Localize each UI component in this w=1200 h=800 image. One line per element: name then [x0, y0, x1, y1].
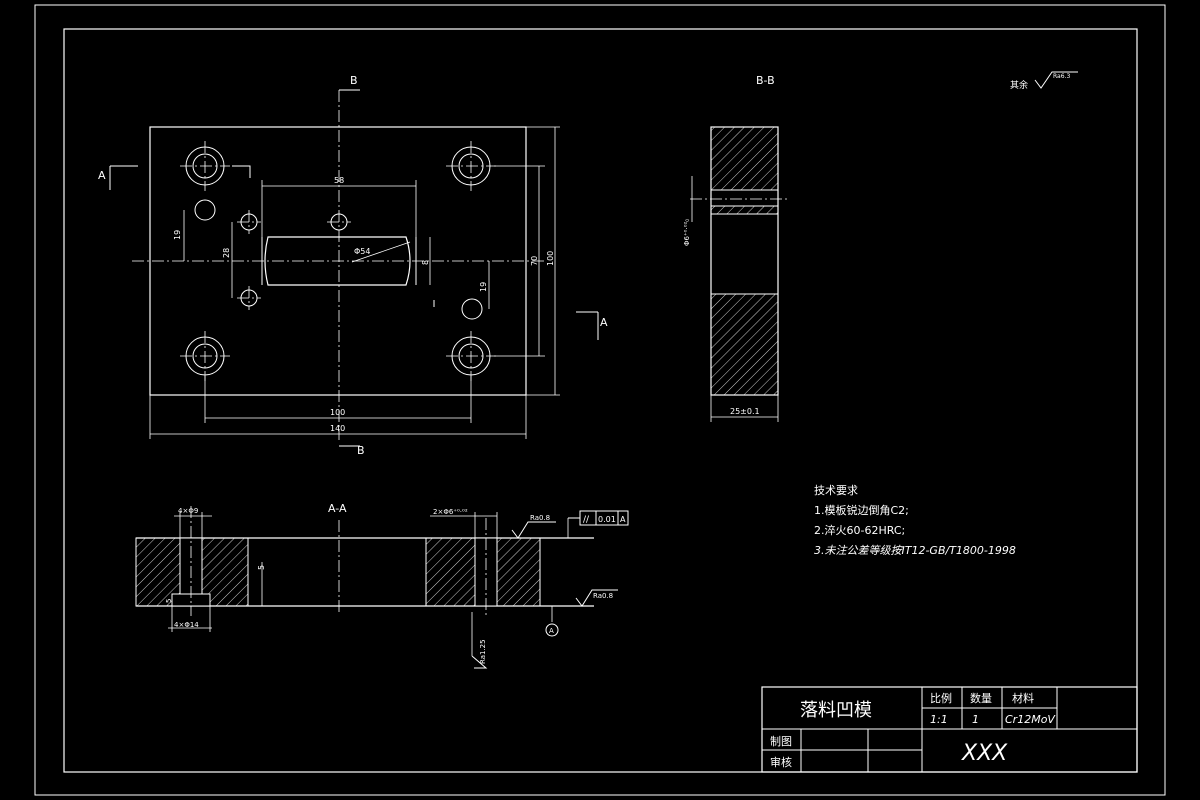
dim-28: 28 [222, 248, 231, 258]
svg-text:A: A [549, 627, 554, 635]
tech-requirements: 技术要求 1.模板锐边倒角C2; 2.淬火60-62HRC; 3.未注公差等级按… [814, 484, 1016, 557]
part-name: 落料凹模 [800, 700, 872, 721]
drawn-label: 制图 [770, 735, 792, 748]
qty-label: 数量 [970, 692, 992, 705]
svg-text:A: A [620, 515, 626, 524]
outer-border [34, 4, 1166, 796]
aa-label: A-A [328, 502, 347, 515]
inner-frame [63, 28, 1138, 773]
qty-value: 1 [972, 713, 979, 726]
bb-thickness-dim: 25±0.1 [730, 407, 760, 416]
svg-text:Ra6.3: Ra6.3 [1053, 73, 1070, 80]
aa-ra-side: Ra1.25 [479, 639, 487, 664]
dim-dia54: Φ54 [354, 247, 370, 256]
material-value: Cr12MoV [1005, 713, 1056, 726]
dim-58: 58 [334, 176, 344, 185]
aa-pin-holes: 2×Φ6⁺⁰·⁰² [433, 508, 468, 516]
bb-hole-dim: Φ6⁺⁰·⁰²₀ [683, 219, 691, 246]
small-holes [194, 199, 483, 320]
svg-text:其余: 其余 [1010, 79, 1028, 91]
section-bb-view: B-B Φ6⁺⁰·⁰²₀ 25±0.1 [683, 74, 790, 422]
bb-label: B-B [756, 74, 775, 87]
dim-19b: 19 [479, 282, 488, 292]
scale-value: 1:1 [930, 713, 948, 726]
plan-view: A A B B 58 100 140 19 28 19 70 100 8 Φ54 [98, 74, 608, 457]
section-a-right: A [600, 316, 608, 329]
scale-label: 比例 [930, 691, 952, 705]
title-block: 落料凹模 比例 数量 材料 1:1 1 Cr12MoV 制图 审核 XXX [761, 686, 1138, 773]
svg-text:Ra0.8: Ra0.8 [593, 592, 613, 600]
tech-req-title: 技术要求 [814, 484, 858, 497]
corner-holes [180, 141, 496, 381]
aa-depth5-a: 5 [257, 565, 266, 570]
tech-req-item-2: 2.淬火60-62HRC; [814, 523, 905, 537]
tech-req-item-3: 3.未注公差等级按IT12-GB/T1800-1998 [814, 544, 1016, 557]
checked-label: 审核 [770, 755, 792, 769]
die-slot [264, 236, 411, 286]
section-b-top: B [350, 74, 358, 87]
section-a-left: A [98, 169, 106, 182]
plate-outline [149, 126, 527, 396]
roughness-note: 其余 Ra6.3 [1010, 71, 1078, 91]
dim-100-h: 100 [330, 408, 345, 417]
dim-100-v: 100 [546, 251, 555, 266]
aa-holes-bot: 4×Φ14 [174, 621, 199, 629]
company-name: XXX [961, 741, 1008, 766]
dim-70: 70 [530, 256, 539, 266]
dim-19a: 19 [173, 230, 182, 240]
svg-text:Ra0.8: Ra0.8 [530, 514, 550, 522]
svg-text:0.01: 0.01 [598, 515, 616, 524]
svg-text://: // [583, 515, 590, 525]
aa-depth5-b: 5 [165, 599, 173, 603]
dim-8: 8 [421, 260, 430, 265]
tech-req-item-1: 1.模板锐边倒角C2; [814, 503, 909, 517]
section-b-bottom: B [357, 444, 365, 457]
section-aa-view: A-A 4×Φ9 4×Φ14 5 5 2×Φ6⁺⁰·⁰² Ra0.8 // 0.… [135, 502, 629, 669]
material-label: 材料 [1012, 691, 1034, 705]
dim-140: 140 [330, 424, 345, 433]
aa-holes-top: 4×Φ9 [178, 507, 198, 515]
